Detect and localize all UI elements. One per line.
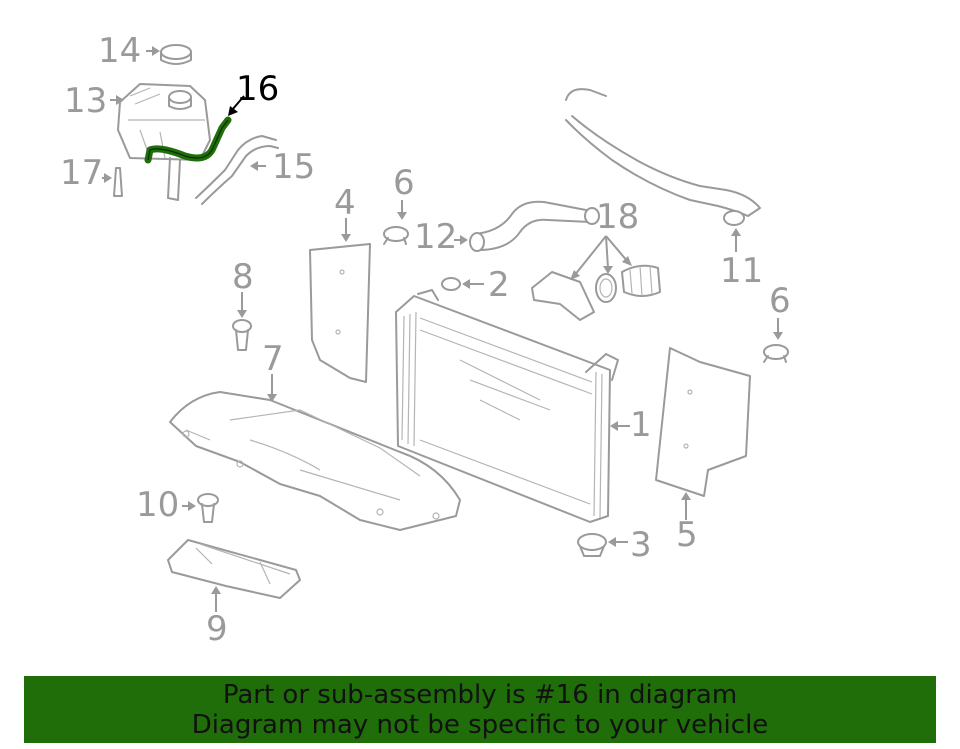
callout-7: 7 bbox=[262, 339, 284, 379]
callout-6-lower: 6 bbox=[769, 281, 791, 321]
push-pin-part-right bbox=[763, 344, 789, 363]
reservoir-hose-part bbox=[195, 135, 279, 205]
callout-11: 11 bbox=[720, 251, 763, 291]
callout-3: 3 bbox=[630, 525, 652, 565]
callout-18: 18 bbox=[596, 197, 639, 237]
thermostat-housing-part bbox=[531, 264, 661, 321]
upper-radiator-hose-part bbox=[565, 88, 761, 226]
coolant-reservoir-part bbox=[117, 83, 211, 201]
callout-17: 17 bbox=[60, 153, 103, 193]
callout-8: 8 bbox=[232, 257, 254, 297]
parts-diagram: 14 13 17 16 15 11 12 bbox=[60, 31, 791, 649]
callout-2: 2 bbox=[488, 265, 510, 305]
info-banner: Part or sub-assembly is #16 in diagram D… bbox=[24, 676, 936, 743]
bumper-part bbox=[441, 277, 461, 291]
pushpin-retainer-part bbox=[197, 493, 219, 523]
radiator-part bbox=[395, 289, 619, 523]
callout-15: 15 bbox=[272, 147, 315, 187]
callout-6-upper: 6 bbox=[393, 163, 415, 203]
callout-1: 1 bbox=[630, 405, 652, 445]
banner-line-disclaimer: Diagram may not be specific to your vehi… bbox=[191, 710, 769, 740]
callout-9: 9 bbox=[206, 609, 228, 649]
lower-air-deflector-part bbox=[169, 391, 461, 531]
reservoir-cap-part bbox=[160, 44, 192, 65]
left-air-baffle-part bbox=[309, 243, 371, 383]
callout-14: 14 bbox=[98, 31, 141, 71]
callout-13: 13 bbox=[64, 81, 107, 121]
right-air-baffle-part bbox=[655, 347, 751, 497]
callout-10: 10 bbox=[136, 485, 179, 525]
lower-bumper-part bbox=[577, 533, 607, 557]
callout-5: 5 bbox=[676, 515, 698, 555]
callout-12: 12 bbox=[414, 217, 457, 257]
splash-shield-part bbox=[167, 539, 301, 599]
banner-line-part-number: Part or sub-assembly is #16 in diagram bbox=[222, 680, 738, 710]
clip-part bbox=[113, 167, 123, 197]
callout-4: 4 bbox=[334, 183, 356, 223]
callout-16: 16 bbox=[236, 69, 279, 109]
lower-radiator-hose-part bbox=[469, 200, 600, 252]
push-pin-part bbox=[383, 226, 409, 245]
retainer-pin-part bbox=[232, 319, 252, 351]
